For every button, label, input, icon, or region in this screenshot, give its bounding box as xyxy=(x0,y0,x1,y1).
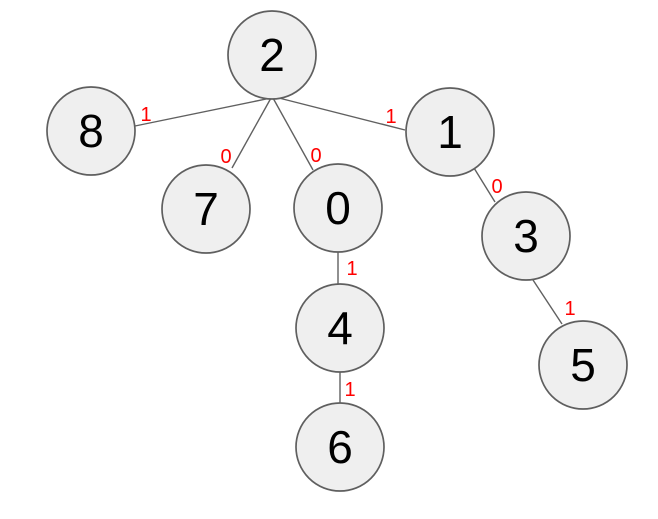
node-circle-8[interactable] xyxy=(46,86,136,176)
node-6[interactable]: 6 xyxy=(295,402,385,492)
edge-weight-label-4-6: 1 xyxy=(344,379,355,401)
node-circle-3[interactable] xyxy=(481,191,571,281)
node-circle-6[interactable] xyxy=(295,402,385,492)
node-circle-4[interactable] xyxy=(295,283,385,373)
node-label-2: 2 xyxy=(259,29,285,81)
edge-2-0 xyxy=(272,97,314,171)
edge-1-3 xyxy=(473,167,496,203)
node-1[interactable]: 1 xyxy=(405,87,495,177)
edge-weight-label-2-8: 1 xyxy=(140,104,151,126)
edge-3-5 xyxy=(532,279,563,325)
edge-2-1 xyxy=(274,96,406,131)
node-label-0: 0 xyxy=(325,182,351,234)
edge-2-7 xyxy=(231,97,272,169)
edge-weight-label-2-1: 1 xyxy=(385,106,396,128)
node-label-3: 3 xyxy=(513,210,539,262)
node-label-5: 5 xyxy=(570,339,596,391)
node-0[interactable]: 0 xyxy=(293,163,383,253)
edge-weight-label-0-4: 1 xyxy=(346,258,357,280)
edge-2-8 xyxy=(134,97,272,127)
node-circle-7[interactable] xyxy=(161,164,251,254)
node-circle-5[interactable] xyxy=(538,320,628,410)
node-5[interactable]: 5 xyxy=(538,320,628,410)
node-2[interactable]: 2 xyxy=(227,10,317,100)
node-8[interactable]: 8 xyxy=(46,86,136,176)
node-label-7: 7 xyxy=(193,183,219,235)
node-label-6: 6 xyxy=(327,421,353,473)
node-label-8: 8 xyxy=(78,105,104,157)
edge-weight-label-2-7: 0 xyxy=(220,146,231,168)
node-circle-0[interactable] xyxy=(293,163,383,253)
edge-weight-label-2-0: 0 xyxy=(310,145,321,167)
node-circle-1[interactable] xyxy=(405,87,495,177)
node-7[interactable]: 7 xyxy=(161,164,251,254)
node-label-1: 1 xyxy=(437,106,463,158)
edge-weight-label-3-5: 1 xyxy=(564,298,575,320)
node-4[interactable]: 4 xyxy=(295,283,385,373)
node-circle-2[interactable] xyxy=(227,10,317,100)
node-label-4: 4 xyxy=(327,302,353,354)
node-3[interactable]: 3 xyxy=(481,191,571,281)
edge-weight-label-1-3: 0 xyxy=(491,176,502,198)
